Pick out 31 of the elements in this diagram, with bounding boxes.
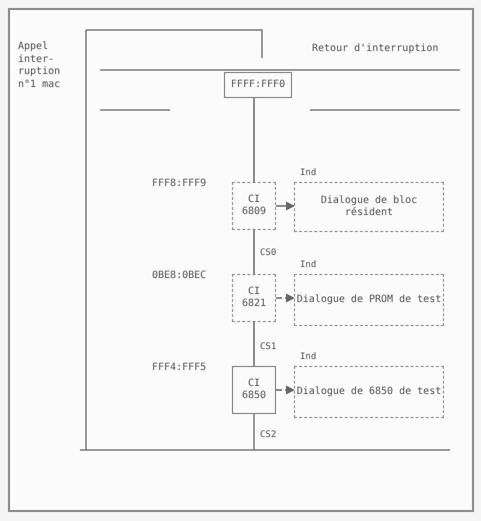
annotation-text: Retour d'interruption [312, 42, 438, 56]
block-label: Dialogue de bloc résident [320, 194, 418, 220]
block-box [232, 274, 276, 322]
signal-label: Ind [300, 168, 316, 178]
block-box [294, 182, 444, 232]
block-box [294, 274, 444, 326]
block-label: CI 6821 [240, 286, 268, 310]
signal-label: Ind [300, 260, 316, 270]
signal-label: CS0 [260, 248, 276, 258]
block-label: CI 6850 [240, 378, 268, 402]
connector [276, 294, 295, 302]
block-box [232, 366, 276, 414]
block-box [294, 366, 444, 418]
connector [253, 322, 255, 366]
address-label: FFF8:FFF9 [152, 178, 206, 189]
connector [276, 386, 295, 394]
block-label: FFFF:FFF0 [230, 78, 286, 92]
block-box [232, 182, 276, 230]
block-label: Dialogue de 6850 de test [296, 386, 442, 398]
address-label: FFF4:FFF5 [152, 362, 206, 373]
signal-label: CS1 [260, 342, 276, 352]
block-label: CI 6809 [240, 194, 268, 218]
block-box [224, 72, 292, 98]
connector [276, 202, 295, 210]
block-label: Dialogue de PROM de test [296, 294, 442, 306]
connector [253, 98, 255, 182]
signal-label: CS2 [260, 430, 276, 440]
signal-label: Ind [300, 352, 316, 362]
address-label: 0BE8:0BEC [152, 270, 206, 281]
connector [253, 230, 255, 274]
annotation-text: Appel inter-ruption n°1 mac [18, 41, 62, 91]
